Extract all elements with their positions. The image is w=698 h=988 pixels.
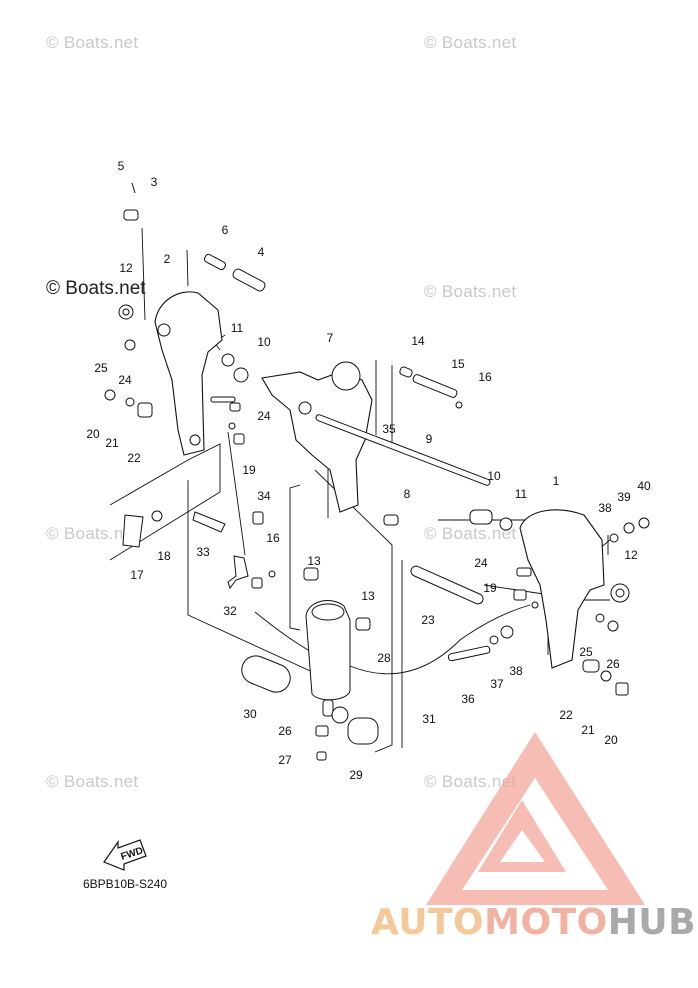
brand-part-hub: HUB (607, 902, 697, 943)
callout-label: 9 (426, 432, 433, 446)
callout-label: 26 (606, 657, 620, 671)
brand-part-auto: AUTO (371, 902, 485, 943)
callout-label: 30 (243, 707, 257, 721)
swivel-bracket-7 (261, 371, 373, 513)
clamp-bracket-1 (519, 509, 605, 669)
callout-label: 22 (127, 451, 141, 465)
callout-label: 28 (377, 651, 391, 665)
callout-label: 19 (242, 463, 256, 477)
parts-right (513, 517, 650, 696)
brand-part-moto: MOTO (484, 902, 608, 943)
fwd-arrow-icon: FWD (103, 839, 147, 871)
callout-label: 25 (94, 361, 108, 375)
watermark: © Boats.net (424, 772, 517, 791)
callout-label: 19 (483, 581, 497, 595)
callout-label: 22 (559, 708, 573, 722)
callout-label: 15 (451, 357, 465, 371)
watermark: © Boats.net (424, 33, 517, 52)
callout-label: 12 (119, 261, 133, 275)
callout-label: 29 (349, 768, 363, 782)
callout-label: 18 (157, 549, 171, 563)
watermark: © Boats.net (424, 524, 517, 543)
callout-label: 13 (307, 554, 321, 568)
callouts: 1 2 3 4 5 6 7 8 9 10 10 11 11 12 12 13 1… (86, 159, 651, 782)
callout-label: 24 (118, 373, 132, 387)
watermark-prominent: © Boats.net (46, 278, 146, 299)
brand-logo-icon (426, 732, 645, 905)
parts-top-left (104, 182, 266, 548)
callout-label: 14 (411, 334, 425, 348)
callout-label: 20 (604, 733, 618, 747)
callout-label: 32 (223, 604, 237, 618)
callout-label: 5 (118, 159, 125, 173)
callout-label: 8 (404, 487, 411, 501)
callout-label: 38 (598, 501, 612, 515)
callout-label: 34 (257, 489, 271, 503)
bracket-2 (154, 291, 223, 456)
callout-label: 10 (487, 469, 501, 483)
callout-label: 39 (617, 490, 631, 504)
callout-label: 36 (461, 692, 475, 706)
brand-wordmark: AUTOMOTOHUB (371, 902, 696, 943)
callout-label: 1 (553, 474, 560, 488)
callout-label: 35 (382, 422, 396, 436)
callout-label: 11 (515, 487, 528, 501)
callout-label: 17 (130, 568, 144, 582)
callout-label: 24 (257, 409, 271, 423)
callout-label: 37 (490, 677, 504, 691)
callout-label: 21 (105, 436, 119, 450)
callout-label: 13 (361, 589, 375, 603)
callout-label: 16 (478, 370, 492, 384)
watermark: © Boats.net (46, 33, 139, 52)
callout-label: 24 (474, 556, 488, 570)
callout-label: 16 (266, 531, 280, 545)
callout-label: 31 (422, 712, 436, 726)
watermark: © Boats.net (46, 772, 139, 791)
callout-label: 6 (222, 223, 229, 237)
pins-and-shafts (210, 366, 514, 662)
callout-label: 7 (327, 331, 334, 345)
callout-label: 25 (579, 645, 593, 659)
callout-label: 40 (637, 479, 651, 493)
callout-label: 20 (86, 427, 100, 441)
callout-label: 2 (164, 252, 171, 266)
callout-label: 21 (581, 723, 595, 737)
callout-label: 4 (258, 245, 265, 259)
callout-label: 12 (624, 548, 638, 562)
diagram-code: 6BPB10B-S240 (83, 877, 168, 891)
callout-label: 27 (278, 753, 292, 767)
callout-label: 11 (231, 321, 244, 335)
callout-label: 38 (509, 664, 523, 678)
tilt-assembly (192, 511, 379, 761)
callout-label: 23 (421, 613, 435, 627)
watermark: © Boats.net (424, 282, 517, 301)
callout-label: 26 (278, 724, 292, 738)
callout-label: 33 (196, 545, 210, 559)
callout-label: 3 (151, 175, 158, 189)
callout-label: 10 (257, 335, 271, 349)
watermark: © Boats.net (46, 524, 139, 543)
